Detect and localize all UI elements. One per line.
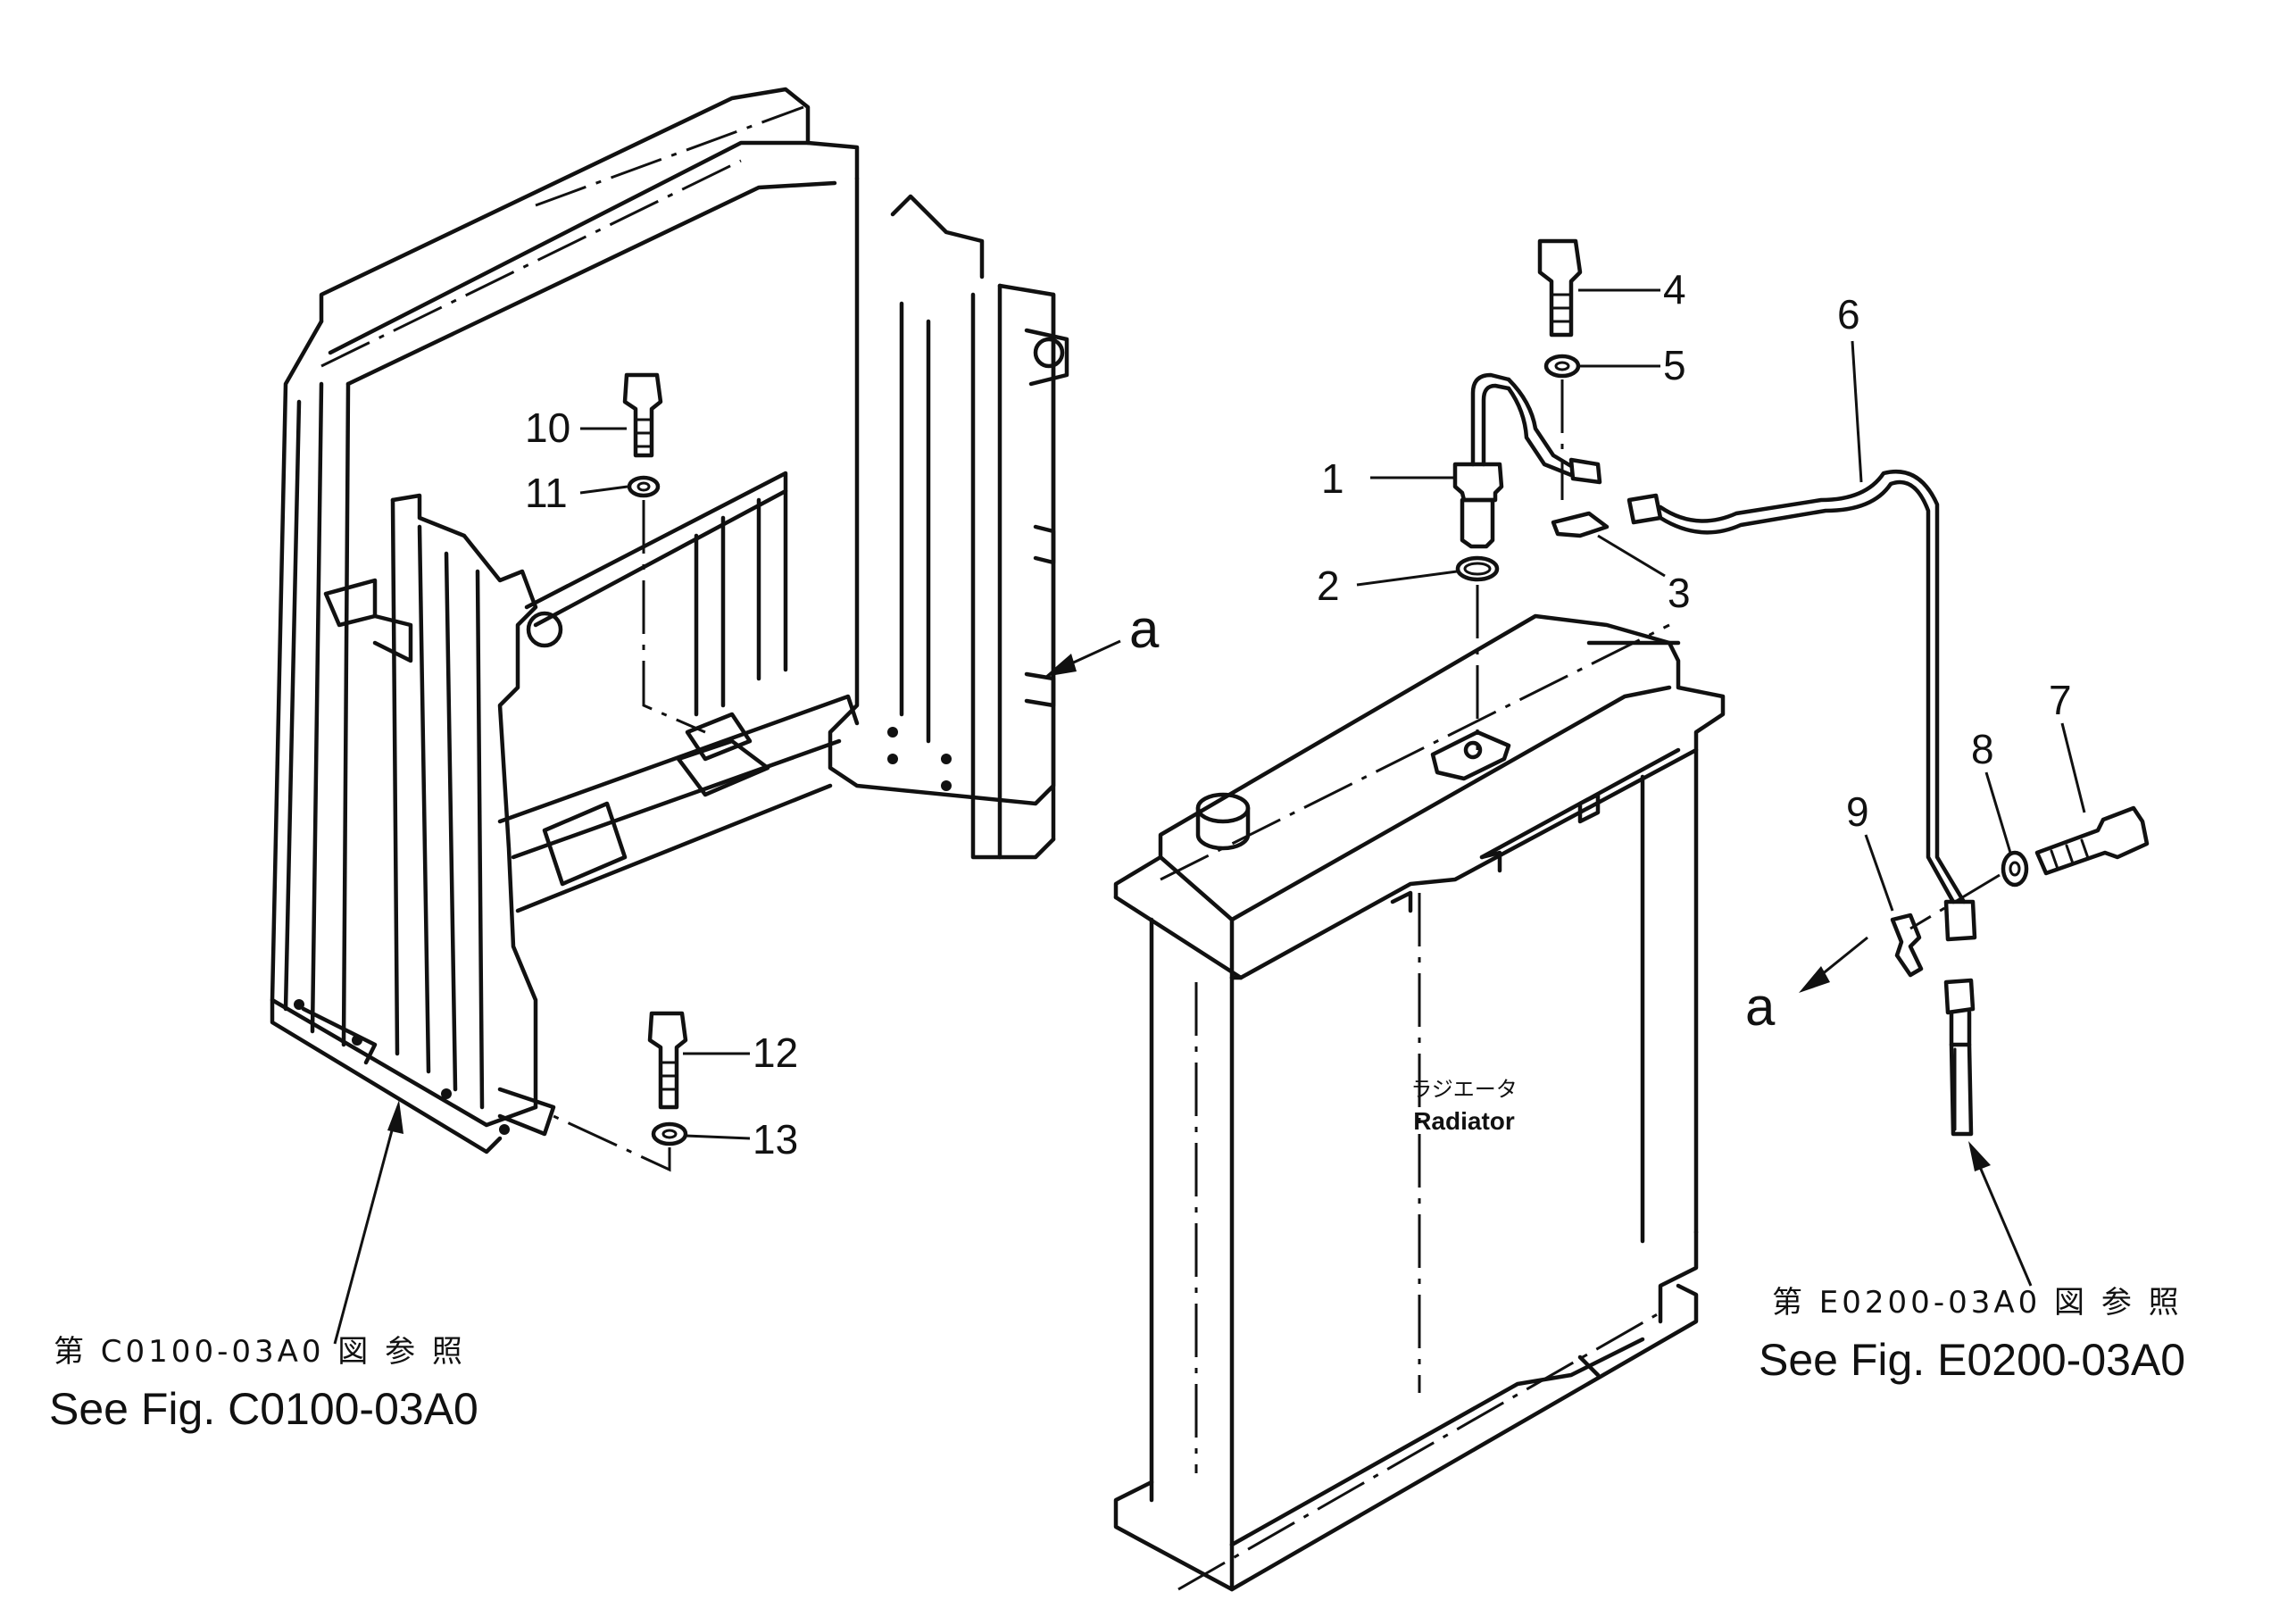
callout-2: 2	[1317, 563, 1340, 609]
callout-7: 7	[2049, 677, 2072, 723]
bolt-10-boss	[685, 712, 753, 762]
reference-right-jp: 第 E0200-03A0 図 参 照	[1772, 1285, 2183, 1321]
bolt-10-axis	[642, 500, 706, 734]
callout-8: 8	[1971, 726, 1994, 772]
wiring-harness-6	[1626, 469, 1977, 942]
callout-5: 5	[1663, 342, 1686, 388]
callout-4: 4	[1663, 266, 1686, 313]
callout-6: 6	[1837, 291, 1860, 338]
bolt-10	[622, 372, 663, 458]
washer-11	[627, 475, 661, 498]
reference-right-en: See Fig. E0200-03A0	[1759, 1335, 2185, 1385]
reference-left-jp: 第 C0100-03A0 図 参 照	[54, 1334, 466, 1370]
callout-11: 11	[525, 470, 568, 516]
view-marker-a-upper: a	[1129, 599, 1160, 659]
bolt-12-axis	[553, 1114, 671, 1172]
callout-3: 3	[1668, 570, 1691, 616]
callout-1: 1	[1321, 455, 1344, 502]
radiator-label-jp: ラジエータ	[1410, 1077, 1518, 1102]
radiator-frame	[270, 87, 1069, 1154]
clip-9	[1890, 913, 1924, 978]
harness-connector-lower	[1943, 978, 1976, 1137]
reference-left-en: See Fig. C0100-03A0	[49, 1384, 478, 1434]
washer-8	[2001, 850, 2029, 888]
temperature-sensor	[1452, 372, 1602, 549]
callout-10: 10	[525, 404, 570, 451]
washer-5	[1543, 354, 1581, 379]
bolt-12	[647, 1011, 688, 1110]
view-marker-a-lower: a	[1745, 977, 1776, 1037]
callout-12: 12	[753, 1029, 798, 1076]
bolt-4	[1537, 238, 1583, 338]
clip-3	[1551, 511, 1610, 538]
radiator-core	[1113, 613, 1726, 1592]
washer-13	[651, 1121, 688, 1146]
callout-9: 9	[1846, 788, 1869, 835]
bolt-7-axis	[1909, 873, 2001, 930]
callout-13: 13	[753, 1116, 798, 1163]
radiator-label-en: Radiator	[1413, 1107, 1515, 1135]
o-ring-2	[1455, 555, 1500, 582]
bolt-7	[2034, 805, 2150, 876]
leaders	[333, 288, 2086, 1345]
